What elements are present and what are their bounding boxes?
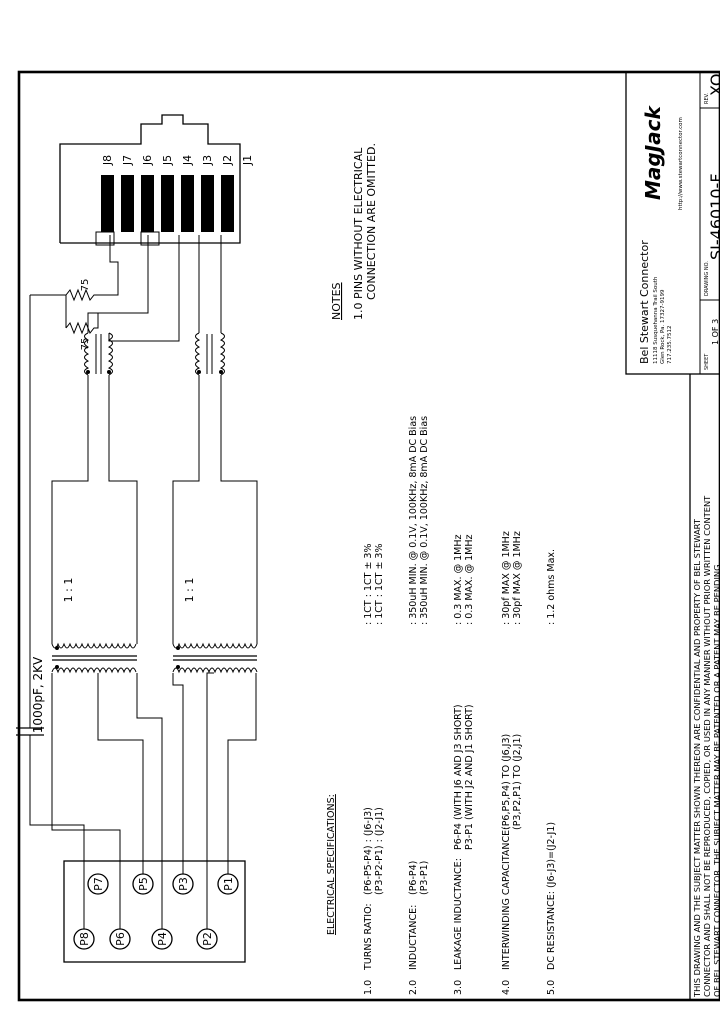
notes-line1: 1.0 PINS WITHOUT ELECTRICAL: [352, 147, 365, 320]
magjack-logo: MagJack: [641, 104, 665, 200]
company-address-line1: 11118 Susquehanna Trail South: [653, 276, 659, 364]
capacitor: [16, 294, 66, 763]
jack-j5-label: J5: [161, 155, 174, 166]
transformer-1: [51, 375, 138, 674]
spec-5-number: 5.0: [546, 980, 557, 995]
notes: NOTES 1.0 PINS WITHOUT ELECTRICAL CONNEC…: [330, 143, 378, 320]
spec-4-number: 4.0: [501, 980, 512, 995]
notes-heading: NOTES: [330, 282, 343, 320]
spec-1-number: 1.0: [363, 980, 374, 995]
spec-4-line2: (P3,P2,P1) TO (J2,J1): [512, 734, 523, 830]
choke-1: [84, 235, 180, 376]
spec-4-name: INTERWINDING CAPACITANCE:: [501, 827, 512, 970]
spec-3-name: LEAKAGE INDUCTANCE:: [453, 858, 464, 970]
resistor-2: [65, 295, 99, 335]
contact-j8: [101, 175, 114, 232]
revision: XO: [707, 73, 720, 96]
spec-2-name: INDUCTANCE:: [408, 905, 419, 970]
spec-3-value2: : 0.3 MAX. @ 1MHz: [464, 535, 475, 625]
jack-j6-label: J6: [141, 155, 154, 166]
transformer-1-ratio: 1 : 1: [62, 578, 75, 603]
jack-j4-label: J4: [181, 155, 194, 166]
spec-3-value1: : 0.3 MAX. @ 1MHz: [453, 535, 464, 625]
jack-j8-label: J8: [101, 155, 114, 166]
sheet-label: SHEET: [704, 353, 710, 370]
specs-heading: ELECTRICAL SPECIFICATIONS:: [326, 794, 337, 935]
sheet-value: 1 OF 3: [711, 319, 720, 345]
spec-1-line2: (P3-P2-P1) : (J2-J1): [374, 807, 385, 895]
pin-p3-label: P3: [177, 877, 190, 891]
pin-p8-label: P8: [78, 932, 91, 946]
spec-2-number: 2.0: [408, 980, 419, 995]
disclaimer-line2: CONNECTOR AND SHALL NOT BE REPRODUCED, C…: [702, 495, 712, 997]
capacitor-label: 1000pF, 2KV: [31, 656, 45, 733]
spec-1-name: TURNS RATIO:: [363, 903, 374, 971]
spec-2-line1: (P6-P4): [408, 861, 419, 895]
jack-j7-label: J7: [121, 155, 134, 166]
pin-p4-label: P4: [156, 932, 169, 946]
pin-p2-label: P2: [201, 932, 214, 946]
spec-4-value2: : 30pf MAX @ 1MHz: [512, 531, 523, 625]
company-address-line2: Glen Rock, Pa. 17327-9199: [660, 289, 666, 364]
wire-p6: [51, 673, 121, 929]
contact-j7: [121, 175, 134, 232]
resistor-2-label: 75: [80, 338, 91, 351]
rev-label: REV.: [704, 93, 710, 104]
pin-p1-label: P1: [222, 877, 235, 891]
spec-3-line2: P3-P1 (WITH J2 AND J1 SHORT): [464, 704, 475, 850]
contact-j2: [221, 175, 234, 232]
jack-j1-label: J1: [241, 155, 254, 166]
spec-1-value1: : 1CT : 1CT ± 3%: [363, 544, 374, 626]
spec-1-line1: (P6-P5-P4) : (J6-J3): [363, 807, 374, 895]
wire-p1: [227, 673, 257, 874]
drawing-border: [17, 70, 720, 1002]
disclaimer-line3: OF BEL STEWART CONNECTOR. THE SUBJECT MA…: [712, 562, 720, 997]
company-name: Bel Stewart Connector: [638, 240, 651, 364]
wire-p2: [206, 672, 214, 929]
wire-p3: [172, 673, 184, 874]
contact-j5: [161, 175, 174, 232]
contact-j4: [181, 175, 194, 232]
j-contacts: [101, 175, 234, 232]
contact-j3: [201, 175, 214, 232]
company-phone: 717.235.7512: [667, 326, 673, 365]
spec-5-name: DC RESISTANCE: (J6-J3)=(J2-J1): [546, 822, 557, 970]
pin-p6-label: P6: [114, 932, 127, 946]
electrical-specifications: ELECTRICAL SPECIFICATIONS: 1.0 TURNS RAT…: [326, 416, 557, 995]
spec-2-value1: : 350uH MIN. @ 0.1V, 100KHz, 8mA DC Bias: [408, 416, 419, 625]
spec-4-value1: : 30pf MAX @ 1MHz: [501, 531, 512, 625]
pin-p7-circle: [87, 873, 109, 895]
jack-j3-label: J3: [201, 155, 214, 166]
title-block-frame: [625, 71, 720, 375]
contact-j6: [141, 175, 154, 232]
spec-1-value2: : 1CT : 1CT ± 3%: [374, 544, 385, 626]
wire-p5: [97, 673, 144, 874]
company-url: http://www.stewartconnector.com: [678, 117, 684, 210]
disclaimer: THIS DRAWING AND THE SUBJECT MATTER SHOW…: [692, 495, 720, 998]
wire-p8-cap: [29, 763, 85, 929]
p-connector-body: [63, 860, 246, 963]
drawing-number: SI-46010-F: [707, 173, 720, 260]
primary-wires: [29, 672, 257, 929]
jack-j2-label: J2: [221, 155, 234, 166]
resistor-1-label: 75: [80, 279, 91, 292]
spec-5-value1: : 1.2 ohms Max.: [546, 549, 557, 625]
choke-2: [195, 235, 225, 376]
drawing-no-label: DRAWING NO.: [704, 261, 710, 296]
resistor-1: [65, 235, 119, 302]
notes-line2: CONNECTION ARE OMITTED.: [365, 143, 378, 300]
spec-3-number: 3.0: [453, 980, 464, 995]
spec-2-value2: : 350uH MIN. @ 0.1V, 100KHz, 8mA DC Bias: [419, 416, 430, 625]
wire-p4: [136, 673, 163, 929]
pin-p7-label: P7: [92, 877, 105, 891]
disclaimer-line1: THIS DRAWING AND THE SUBJECT MATTER SHOW…: [692, 518, 702, 998]
spec-3-line1: P6-P4 (WITH J6 AND J3 SHORT): [453, 704, 464, 850]
transformer-2-ratio: 1 : 1: [183, 578, 196, 603]
transformer-2: [172, 375, 258, 674]
spec-2-line2: (P3-P1): [419, 861, 430, 895]
spec-4-line1: (P6,P5,P4) TO (J6,J3): [501, 734, 512, 830]
pin-p5-label: P5: [137, 877, 150, 891]
title-block: MagJack http://www.stewartconnector.com …: [638, 73, 720, 370]
